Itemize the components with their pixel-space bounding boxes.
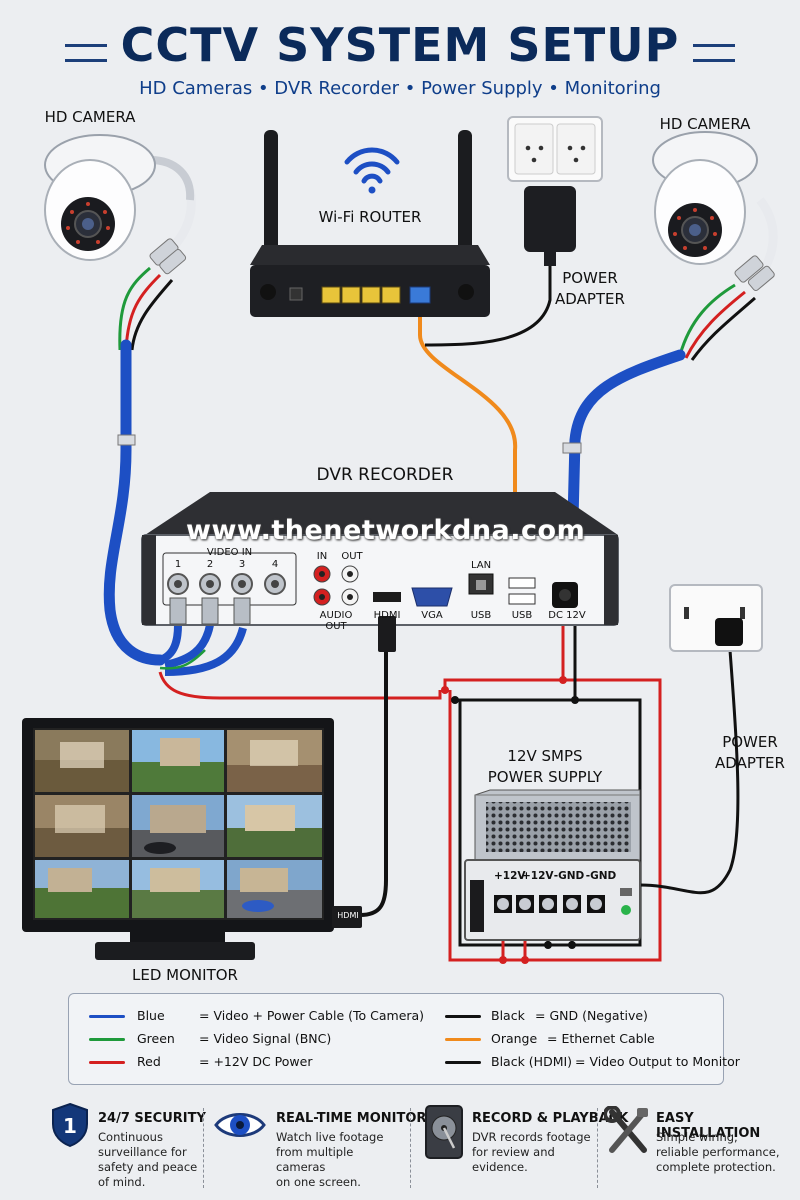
port-label-in: IN (316, 551, 328, 562)
wire-green-bnc (159, 649, 206, 670)
feature-title: REAL-TIME MONITORING (276, 1111, 453, 1126)
port-label-out: OUT (341, 551, 363, 562)
watermark: www.thenetworkdna.com (186, 515, 586, 546)
legend-swatch (89, 1038, 125, 1041)
wire-black-left-camera (130, 279, 174, 351)
feature-desc: DVR records footage for review and evide… (472, 1130, 591, 1174)
feature-divider (410, 1108, 411, 1188)
smps-power-supply (464, 789, 641, 941)
legend-name: Orange (491, 1031, 538, 1046)
port-label-vga: VGA (421, 610, 443, 621)
port-label-ch2: 2 (206, 559, 214, 570)
wifi-icon (344, 147, 400, 184)
label-smps: 12V SMPS POWER SUPPLY (487, 747, 603, 786)
power-adapter-brick (524, 186, 576, 266)
legend-name: Blue (137, 1008, 165, 1023)
tools-icon (604, 1106, 648, 1153)
legend-desc: = Video Signal (BNC) (199, 1031, 332, 1046)
label-router: Wi-Fi ROUTER (318, 208, 422, 226)
hard-drive-icon (425, 1105, 463, 1159)
legend: Blue = Video + Power Cable (To Camera) G… (68, 993, 740, 1085)
router (250, 130, 490, 317)
port-label-ch4: 4 (271, 559, 279, 570)
wall-outlet-top (507, 116, 603, 182)
wire-blue-bnc2 (164, 624, 214, 669)
port-label-dc: DC 12V (548, 610, 586, 621)
port-label-usb1: USB (470, 610, 492, 621)
feature-desc: Continuous surveillance for safety and p… (98, 1130, 198, 1189)
wire-router-power (424, 258, 552, 347)
feature-divider (203, 1108, 204, 1188)
legend-swatch (89, 1015, 125, 1018)
left-camera (44, 134, 196, 275)
smps-terminal-label: -GND (553, 870, 585, 882)
page-subtitle: HD Cameras • DVR Recorder • Power Supply… (139, 78, 661, 99)
feature-divider (597, 1108, 598, 1188)
right-camera (652, 131, 778, 291)
legend-swatch (445, 1061, 481, 1064)
feature-title: 24/7 SECURITY (98, 1111, 206, 1126)
wire-green-left-camera (118, 266, 151, 351)
legend-name: Black (491, 1008, 525, 1023)
wire-hdmi (359, 650, 388, 917)
port-label-audio-out: AUDIO OUT (319, 610, 353, 632)
eye-icon (214, 1113, 266, 1137)
legend-swatch (89, 1061, 125, 1064)
smps-terminal-label: -GND (585, 870, 617, 882)
smps-terminal-label: +12V (522, 870, 554, 882)
wire-red-loop (443, 678, 662, 962)
feature-desc: Watch live footage from multiple cameras… (276, 1130, 384, 1189)
title-dash-left (64, 43, 107, 62)
legend-desc: = Ethernet Cable (547, 1031, 655, 1046)
feature-desc: Simple wiring, reliable performance, com… (656, 1130, 780, 1174)
shield-number: 1 (63, 1114, 77, 1138)
legend-desc: = Video + Power Cable (To Camera) (199, 1008, 425, 1023)
title-dash-right (693, 43, 736, 62)
feature-title: EASY INSTALLATION (656, 1111, 761, 1141)
label-monitor: LED MONITOR (132, 966, 238, 984)
page-title: CCTV SYSTEM SETUP (120, 18, 680, 72)
port-label-video-in: VIDEO IN (206, 547, 253, 558)
port-label-ch1: 1 (174, 559, 182, 570)
smps-terminal-label: +12V (494, 870, 526, 882)
wire-red-left-camera (124, 273, 162, 351)
wall-outlet-right (669, 584, 763, 652)
wire-orange-ethernet (418, 310, 518, 548)
title-block: CCTV SYSTEM SETUP (0, 18, 800, 72)
label-monitor-hdmi: HDMI (337, 911, 359, 920)
label-camera-left: HD CAMERA (44, 108, 136, 126)
legend-name: Red (137, 1054, 161, 1069)
legend-name: Black (HDMI) (491, 1054, 573, 1069)
shield-icon: 1 (52, 1102, 88, 1148)
wire-blue-right-trunk (566, 349, 686, 566)
bnc-ports (167, 573, 286, 595)
legend-swatch (445, 1038, 481, 1041)
camera-feed-grid (35, 730, 322, 918)
legend-name: Green (137, 1031, 175, 1046)
cable-tie-left (117, 434, 136, 446)
port-label-lan: LAN (470, 560, 492, 571)
legend-swatch (445, 1015, 481, 1018)
wire-blue-bnc3 (164, 626, 247, 676)
label-power-adapter-right: POWER ADAPTER (715, 733, 785, 772)
smps-terminal-screws (494, 895, 605, 913)
led-monitor (22, 718, 362, 960)
dvr-recorder (141, 492, 619, 652)
port-label-ch3: 3 (238, 559, 246, 570)
feature-title: RECORD & PLAYBACK (472, 1111, 629, 1126)
wire-red-bus (158, 671, 442, 700)
legend-desc: = Video Output to Monitor (575, 1054, 740, 1069)
wire-smps-mains (639, 649, 740, 895)
legend-desc: = +12V DC Power (199, 1054, 313, 1069)
wire-blue-left-trunk (103, 339, 166, 666)
port-label-hdmi: HDMI (373, 610, 401, 621)
label-power-adapter-top: POWER ADAPTER (555, 269, 625, 308)
legend-desc: = GND (Negative) (535, 1008, 648, 1023)
wire-blue-bnc1 (158, 624, 182, 664)
label-dvr: DVR RECORDER (316, 465, 454, 485)
label-camera-right: HD CAMERA (659, 115, 751, 133)
port-label-usb2: USB (511, 610, 533, 621)
